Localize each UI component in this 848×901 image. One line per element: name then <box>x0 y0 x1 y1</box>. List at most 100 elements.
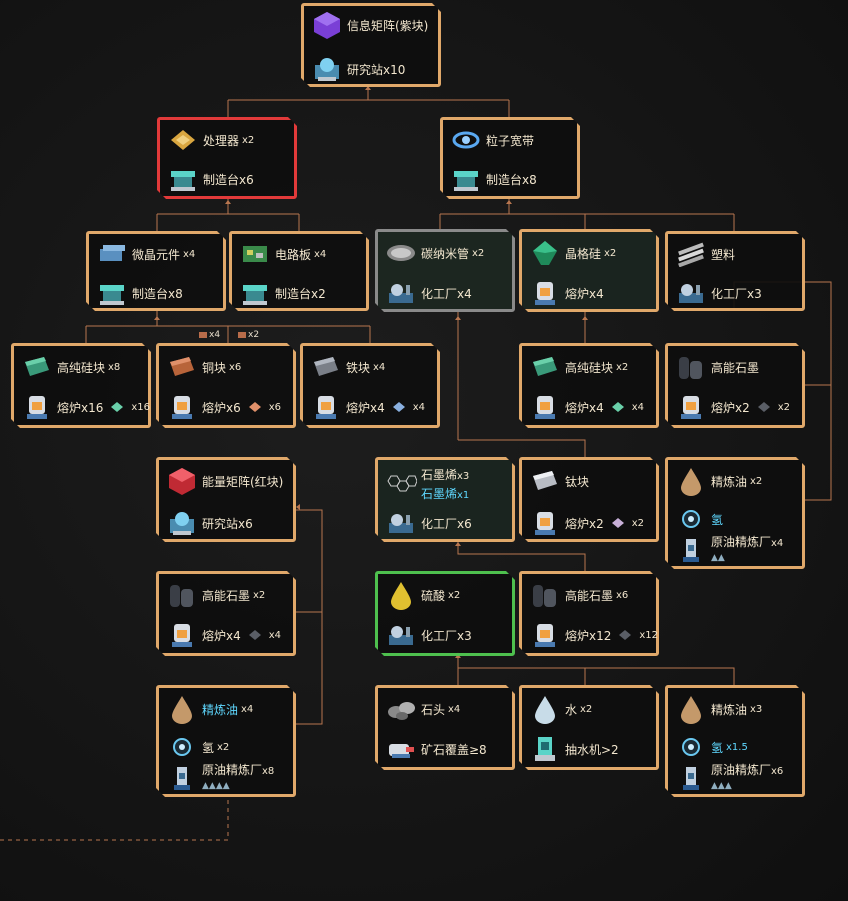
node-title: 高能石墨 <box>565 588 614 603</box>
silicon-ore-icon <box>106 398 128 416</box>
node-qty: x4 <box>373 361 386 373</box>
node-machine: 化工厂x3 <box>711 286 762 301</box>
water-icon <box>528 694 562 724</box>
water-pump-icon <box>528 734 562 764</box>
node-information-matrix[interactable]: 信息矩阵(紫块) 研究站x10 <box>301 3 441 87</box>
graphite-icon <box>165 580 199 610</box>
furnace-icon <box>528 392 562 422</box>
node-title: 信息矩阵(紫块) <box>347 18 429 33</box>
coal-icon <box>753 398 775 416</box>
node-byproduct: 氢 <box>711 512 724 527</box>
node-qty: x2 <box>616 361 629 373</box>
research-station-icon <box>165 508 199 538</box>
node-title: 能量矩阵(红块) <box>202 474 284 489</box>
node-qty: x4 <box>183 248 196 260</box>
assembler-icon <box>166 164 200 194</box>
node-qty: x2 <box>448 589 461 601</box>
coal-icon <box>614 626 636 644</box>
furnace-icon <box>309 392 343 422</box>
node-titanium-ingot[interactable]: 钛块 熔炉x2 x2 <box>519 457 659 542</box>
chemical-plant-icon <box>384 620 418 650</box>
hydrogen-icon <box>674 504 708 534</box>
node-title: 高纯硅块 <box>565 360 614 375</box>
node-qty: x4 <box>314 248 327 260</box>
assembler-icon <box>449 164 483 194</box>
processor-icon <box>166 125 200 155</box>
node-byproduct: 氢 <box>202 740 215 755</box>
node-indicator: ▲▲▲ <box>711 781 732 791</box>
node-title: 高能石墨 <box>711 360 760 375</box>
graphite-icon <box>674 352 708 382</box>
refined-oil-icon <box>674 694 708 724</box>
node-extra: x2 <box>631 517 645 529</box>
node-machine: 熔炉x4 <box>202 628 241 643</box>
oil-refinery-icon <box>674 763 708 793</box>
iron-ore-icon <box>388 398 410 416</box>
node-machine: 制造台x8 <box>486 172 537 187</box>
node-qty: x2 <box>472 247 485 259</box>
node-qty: x4 <box>241 703 254 715</box>
node-byproduct-qty: x1 <box>457 490 470 501</box>
carbon-nanotube-icon <box>384 238 418 268</box>
node-extra: x4 <box>631 401 645 413</box>
node-title: 高纯硅块 <box>57 360 106 375</box>
node-byproduct-qty: x1.5 <box>726 741 748 753</box>
plastic-icon <box>674 239 708 269</box>
node-particle-broadband[interactable]: 粒子宽带 制造台x8 <box>440 117 580 199</box>
furnace-icon <box>528 620 562 650</box>
information-matrix-icon <box>310 10 344 40</box>
node-machine: 熔炉x4 <box>346 400 385 415</box>
node-byproduct: 石墨烯 <box>421 487 458 501</box>
node-machine: 制造台x2 <box>275 286 326 301</box>
node-title: 石墨烯 <box>421 468 458 482</box>
refined-oil-icon <box>674 466 708 496</box>
node-machine: 原油精炼厂 <box>711 763 772 777</box>
node-title: 粒子宽带 <box>486 133 535 148</box>
crystal-silicon-icon <box>528 238 562 268</box>
furnace-icon <box>165 392 199 422</box>
node-plastic[interactable]: 塑料 化工厂x3 <box>665 231 805 311</box>
node-machine: 熔炉x16 <box>57 400 104 415</box>
particle-broadband-icon <box>449 125 483 155</box>
node-machine: 化工厂x3 <box>421 628 472 643</box>
node-qty: x6 <box>229 361 242 373</box>
node-byproduct-qty: x2 <box>217 741 230 753</box>
node-qty: x2 <box>750 475 763 487</box>
coal-icon <box>244 626 266 644</box>
node-energetic-graphite-1[interactable]: 高能石墨 熔炉x2 x2 <box>665 343 805 428</box>
node-title: 钛块 <box>565 474 590 489</box>
chemical-plant-icon <box>384 278 418 308</box>
node-graphene[interactable]: 石墨烯x3 石墨烯x1 化工厂x6 <box>375 457 515 542</box>
node-machine: 抽水机>2 <box>565 742 619 757</box>
titanium-ingot-icon <box>528 466 562 496</box>
node-energy-matrix[interactable]: 能量矩阵(红块) 研究站x6 <box>156 457 296 542</box>
node-title: 精炼油 <box>711 702 748 717</box>
node-qty: x3 <box>457 471 470 482</box>
node-extra: x16 <box>131 401 151 413</box>
node-machine: 熔炉x12 <box>565 628 612 643</box>
copper-link-tag: x4 <box>199 330 220 340</box>
assembler-icon <box>238 278 272 308</box>
circuit-board-icon <box>238 239 272 269</box>
node-title: 碳纳米管 <box>421 246 470 261</box>
node-byproduct: 氢 <box>711 740 724 755</box>
node-title: 处理器 <box>203 133 240 148</box>
iron-ingot-icon <box>309 352 343 382</box>
